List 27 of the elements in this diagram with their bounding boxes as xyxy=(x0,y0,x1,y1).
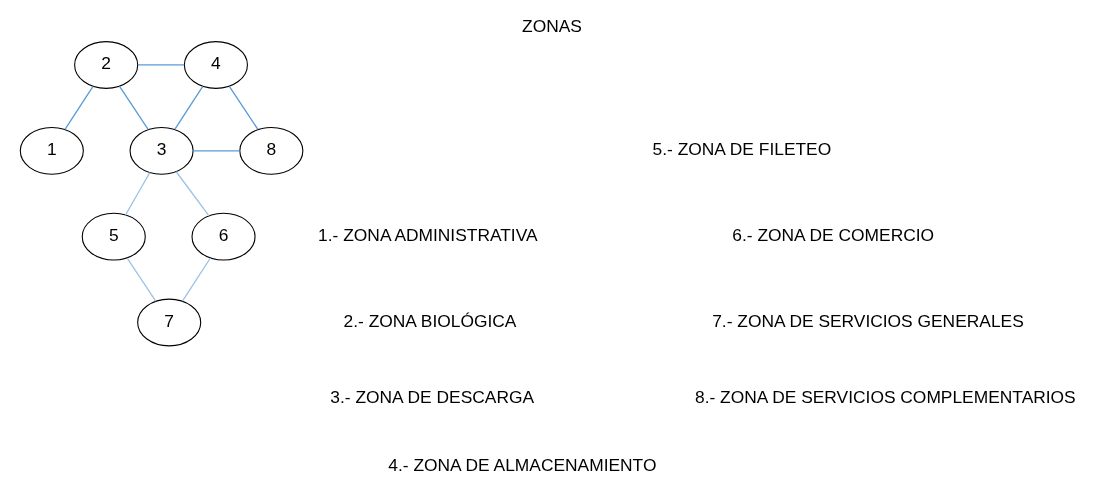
connector xyxy=(181,256,212,302)
connector xyxy=(64,85,94,130)
label: 1.- ZONA ADMINISTRATIVA xyxy=(318,224,538,245)
node-ellipse: 3 xyxy=(129,126,194,175)
connector xyxy=(228,85,259,130)
label: 5.- ZONA DE FILETEO xyxy=(652,138,832,159)
label: 6.- ZONA DE COMERCIO xyxy=(732,224,935,245)
node-ellipse: 1 xyxy=(19,126,84,175)
diagram-title: ZONAS xyxy=(522,15,582,36)
connector xyxy=(124,171,151,215)
label: 8.- ZONA DE SERVICIOS COMPLEMENTARIOS xyxy=(695,386,1076,407)
connector xyxy=(126,256,157,302)
connector xyxy=(174,85,204,130)
label: 4.- ZONA DE ALMACENAMIENTO xyxy=(388,454,657,475)
label: 3.- ZONA DE DESCARGA xyxy=(330,386,535,407)
node-ellipse: 6 xyxy=(191,212,256,261)
node-ellipse: 8 xyxy=(239,126,304,175)
label: 7.- ZONA DE SERVICIOS GENERALES xyxy=(712,310,1024,331)
connector xyxy=(137,63,185,66)
node-ellipse: 4 xyxy=(183,40,248,89)
connector xyxy=(192,149,241,151)
connector xyxy=(118,85,149,130)
connector xyxy=(175,170,210,217)
label: 2.- ZONA BIOLÓGICA xyxy=(343,310,517,331)
node-ellipse: 2 xyxy=(74,40,139,89)
node-ellipse: 7 xyxy=(137,298,202,346)
node-ellipse: 5 xyxy=(81,212,146,261)
